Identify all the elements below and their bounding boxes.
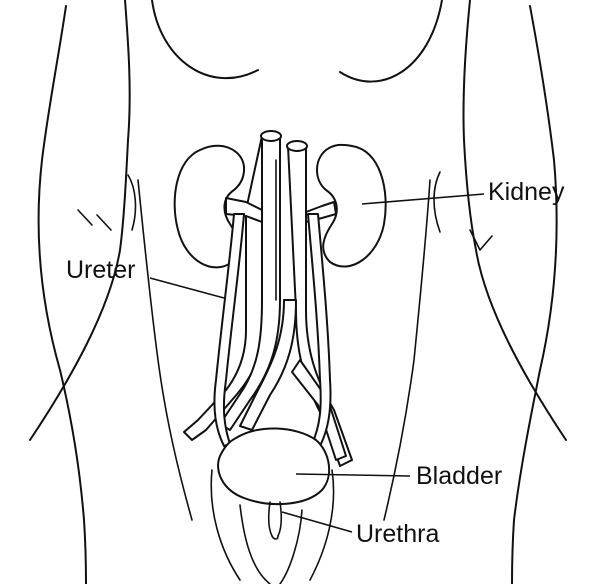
bladder-label: Bladder — [416, 462, 502, 490]
kidney-label: Kidney — [488, 178, 565, 206]
ureter-leader-line — [150, 278, 224, 298]
urethra-label: Urethra — [356, 520, 439, 548]
bladder-group — [218, 428, 329, 539]
ureter-label: Ureter — [66, 256, 135, 284]
urethra-leader-line — [282, 512, 352, 532]
